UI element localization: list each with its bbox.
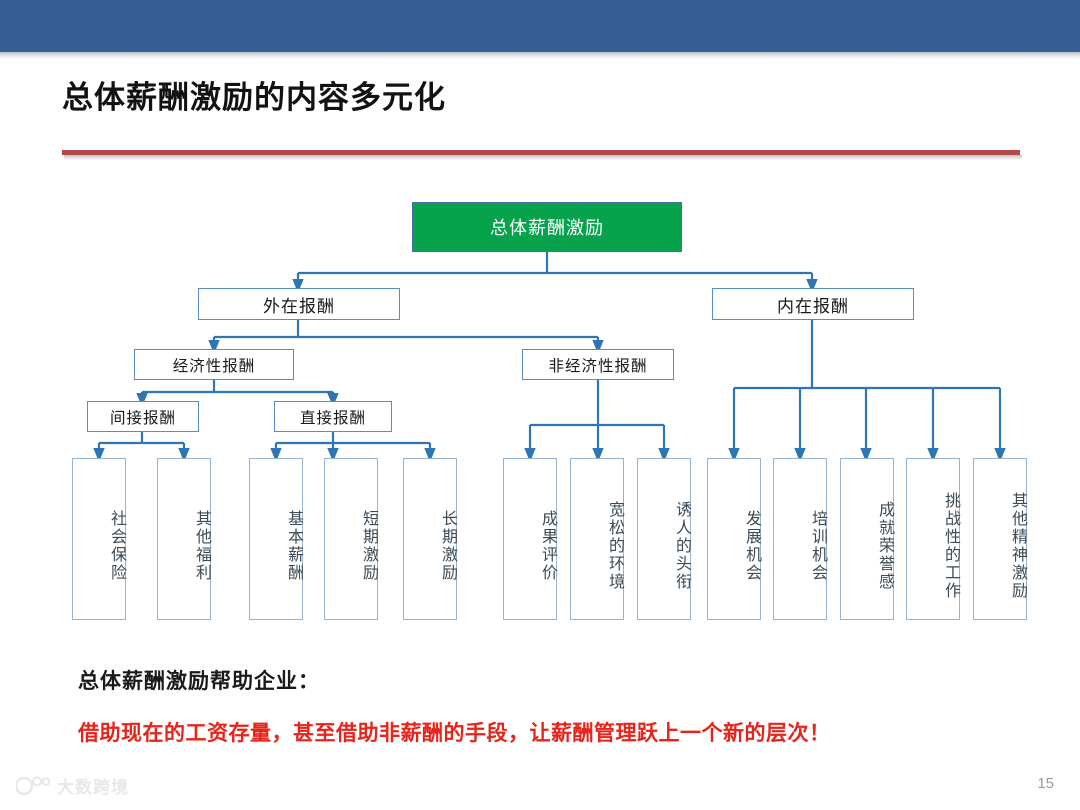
node-economic-reward[interactable]: 经济性报酬 — [134, 349, 294, 380]
watermark: 大数跨境 — [14, 773, 129, 798]
title-divider-shadow — [64, 155, 1022, 160]
node-indirect-reward[interactable]: 间接报酬 — [87, 401, 199, 432]
leaf-development-opportunity[interactable]: 发展机会 — [707, 458, 761, 620]
leaf-challenging-work[interactable]: 挑战性的工作 — [906, 458, 960, 620]
leaf-relaxed-environment[interactable]: 宽松的环境 — [570, 458, 624, 620]
page-title: 总体薪酬激励的内容多元化 — [62, 80, 446, 115]
leaf-short-term-incentive[interactable]: 短期激励 — [324, 458, 378, 620]
node-non-economic-reward[interactable]: 非经济性报酬 — [522, 349, 674, 380]
summary-heading: 总体薪酬激励帮助企业： — [78, 670, 320, 693]
summary-highlight: 借助现在的工资存量，甚至借助非薪酬的手段，让薪酬管理跃上一个新的层次！ — [78, 722, 831, 745]
node-direct-reward[interactable]: 直接报酬 — [274, 401, 392, 432]
panda-logo-icon — [14, 775, 51, 796]
title-divider — [62, 150, 1020, 155]
node-root[interactable]: 总体薪酬激励 — [412, 202, 682, 252]
leaf-performance-evaluation[interactable]: 成果评价 — [503, 458, 557, 620]
leaf-other-benefits[interactable]: 其他福利 — [157, 458, 211, 620]
leaf-training-opportunity[interactable]: 培训机会 — [773, 458, 827, 620]
leaf-long-term-incentive[interactable]: 长期激励 — [403, 458, 457, 620]
header-band-shadow — [0, 52, 1080, 59]
leaf-other-spiritual-incentive[interactable]: 其他精神激励 — [973, 458, 1027, 620]
leaf-social-insurance[interactable]: 社会保险 — [72, 458, 126, 620]
node-external-reward[interactable]: 外在报酬 — [198, 288, 400, 320]
leaf-achievement-honor[interactable]: 成就荣誉感 — [840, 458, 894, 620]
page-number: 15 — [1037, 775, 1054, 792]
header-band — [0, 0, 1080, 52]
leaf-attractive-title[interactable]: 诱人的头衔 — [637, 458, 691, 620]
node-internal-reward[interactable]: 内在报酬 — [712, 288, 914, 320]
leaf-base-salary[interactable]: 基本薪酬 — [249, 458, 303, 620]
watermark-text: 大数跨境 — [57, 778, 129, 797]
